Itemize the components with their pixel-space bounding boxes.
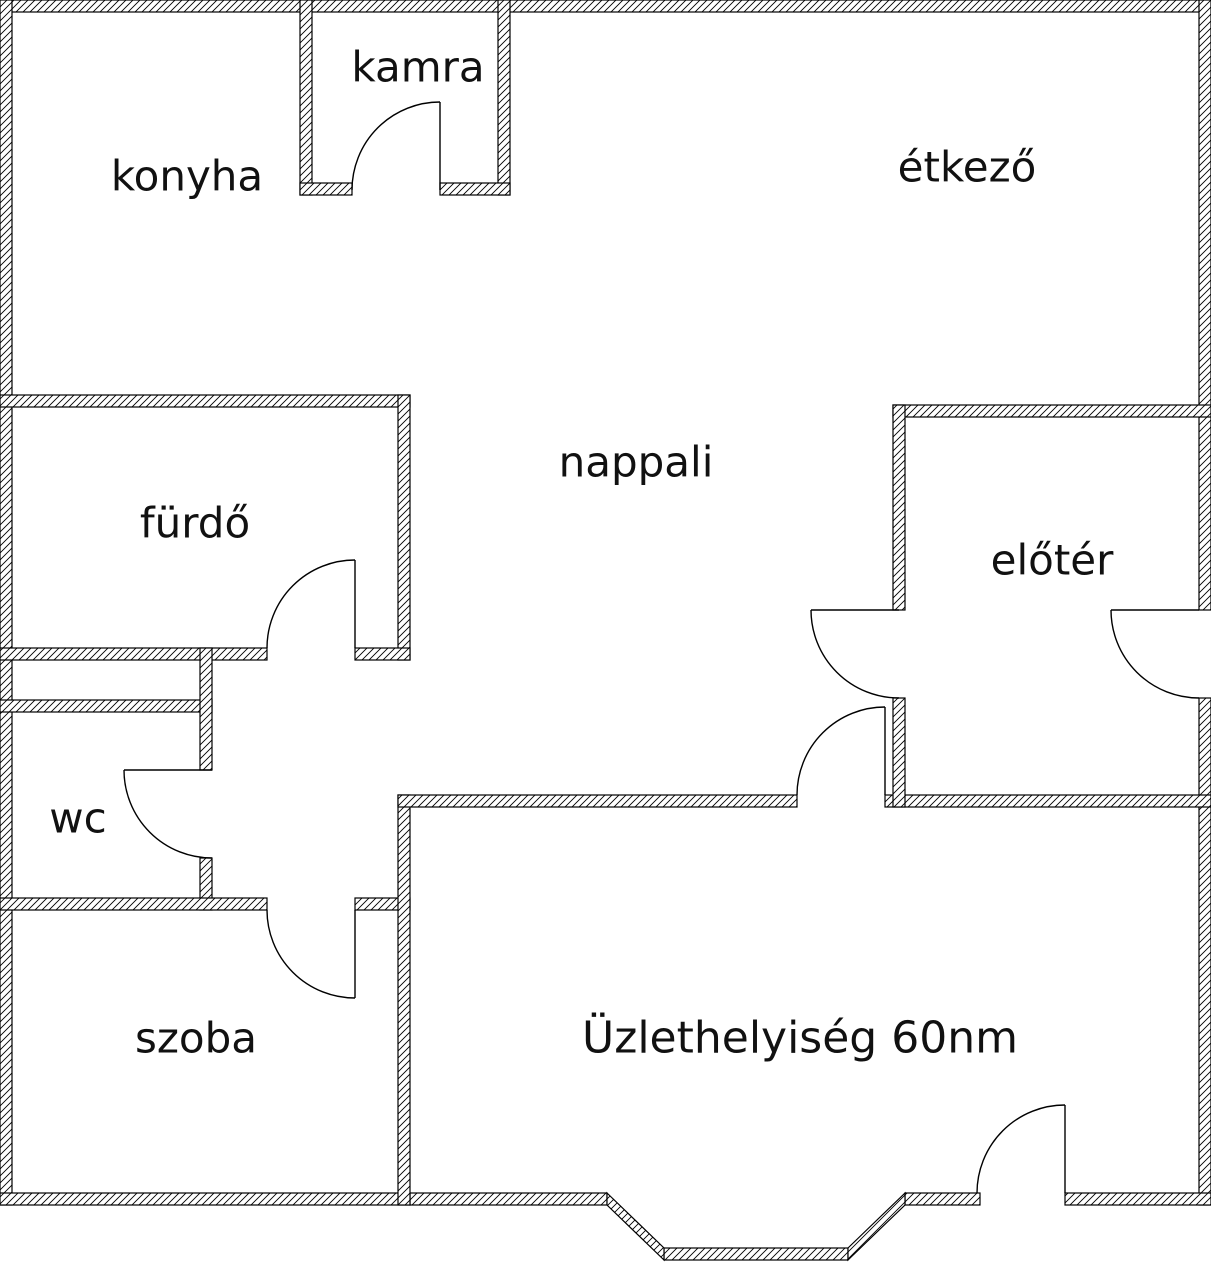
- door-arc: [810, 609, 900, 699]
- labels-layer: kamra konyha étkező nappali fürdő előtér…: [49, 43, 1114, 1064]
- wall-segment: [0, 0, 13, 1206]
- door-swing: [810, 609, 900, 699]
- door-arc: [266, 559, 356, 649]
- wall-segment-diagonal: [847, 1191, 906, 1262]
- room-label-kamra: kamra: [351, 43, 484, 92]
- room-label-nappali: nappali: [559, 438, 714, 487]
- room-label-etkezo: étkező: [898, 143, 1037, 192]
- door-swing: [796, 706, 886, 796]
- door-arc: [123, 769, 213, 859]
- wall-segment: [904, 1192, 981, 1206]
- wall-segment: [1198, 0, 1211, 611]
- door-arc: [976, 1104, 1066, 1194]
- wall-segment: [397, 794, 798, 808]
- door-arc: [351, 101, 441, 191]
- door-arc: [266, 909, 356, 999]
- wall-segment: [0, 1192, 411, 1206]
- wall-segment: [354, 647, 411, 661]
- wall-segment: [299, 0, 313, 196]
- door-swing: [123, 769, 213, 859]
- wall-segment: [884, 794, 1211, 808]
- door-swing: [976, 1104, 1066, 1194]
- door-arc: [1110, 609, 1200, 699]
- wall-segment: [0, 0, 1211, 13]
- wall-segment: [0, 897, 268, 911]
- wall-segment: [397, 394, 411, 661]
- wall-segment: [663, 1247, 849, 1261]
- wall-segment: [0, 394, 411, 408]
- wall-segment: [439, 182, 511, 196]
- wall-segment: [1064, 1192, 1211, 1206]
- wall-segment: [497, 0, 511, 196]
- doors-layer: [123, 101, 1200, 1194]
- room-label-szoba: szoba: [135, 1014, 257, 1063]
- room-label-wc: wc: [49, 794, 106, 843]
- door-swing: [266, 909, 356, 999]
- room-label-konyha: konyha: [111, 152, 263, 201]
- door-swing: [266, 559, 356, 649]
- door-arc: [796, 706, 886, 796]
- room-label-furdo: fürdő: [140, 499, 250, 548]
- wall-segment: [1198, 697, 1211, 1206]
- room-label-eloter: előtér: [991, 536, 1115, 585]
- wall-segment: [892, 404, 1211, 418]
- wall-segment: [892, 404, 906, 611]
- wall-segment: [299, 182, 353, 196]
- wall-segment-diagonal: [606, 1191, 665, 1262]
- wall-segment: [409, 1192, 608, 1206]
- wall-segment: [0, 647, 268, 661]
- wall-segment: [0, 699, 213, 713]
- door-swing: [1110, 609, 1200, 699]
- wall-segment: [199, 647, 213, 771]
- room-label-uzlethelyiseg: Üzlethelyiség 60nm: [582, 1012, 1018, 1064]
- wall-segment: [397, 794, 411, 1206]
- wall-segment: [892, 697, 906, 808]
- door-swing: [351, 101, 441, 191]
